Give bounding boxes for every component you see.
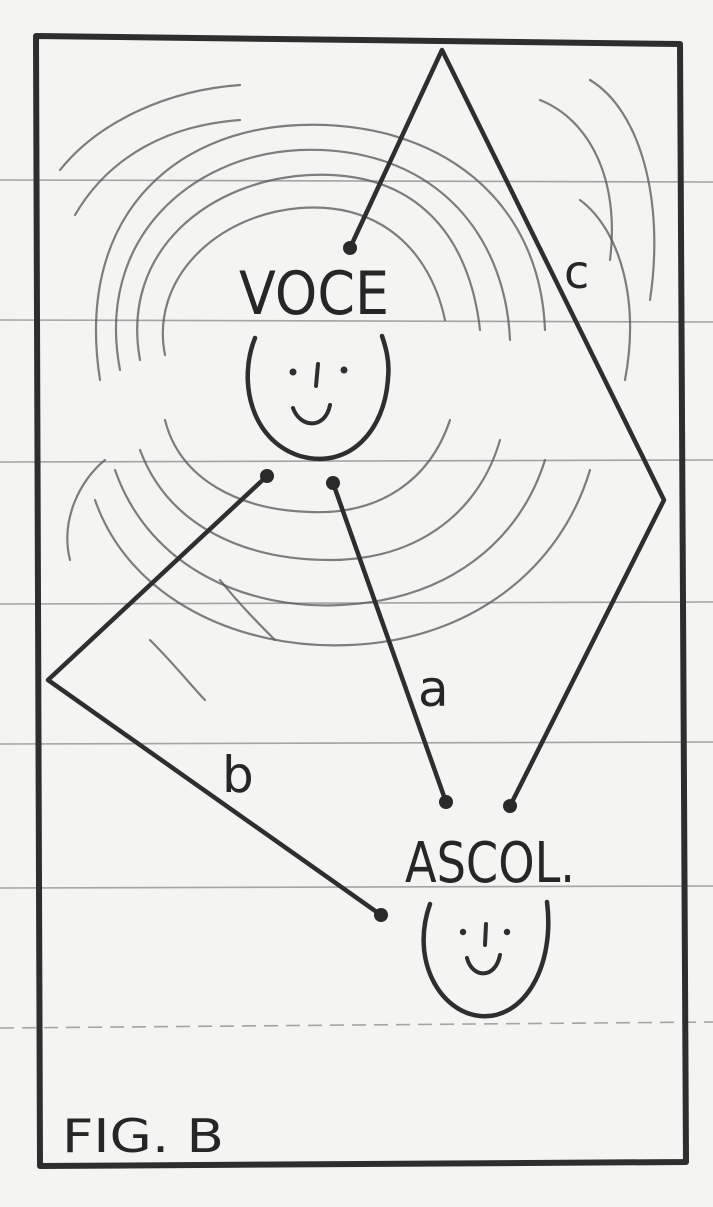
listener-label: ASCOL.: [405, 831, 575, 896]
dot-c-start: [343, 241, 357, 255]
path-a-line: [330, 480, 449, 805]
path-c-label: c: [564, 245, 589, 299]
voice-face: [245, 333, 391, 462]
path-b-line: [45, 473, 384, 918]
voice-label: VOCE: [239, 259, 389, 329]
dot-b-end: [374, 908, 388, 922]
sound-waves: [58, 78, 656, 702]
path-b-label: b: [222, 746, 254, 804]
dot-a-start: [326, 476, 340, 490]
path-a-label: a: [418, 660, 449, 718]
figure-frame: [33, 33, 689, 1169]
ruled-lines: [0, 179, 713, 1029]
dot-c-end: [503, 799, 517, 813]
dot-a-end: [439, 795, 453, 809]
endpoint-dots: [260, 241, 517, 922]
figure-label: FIG. B: [62, 1109, 224, 1163]
listener-face: [421, 899, 551, 1019]
path-c-line: [347, 47, 667, 809]
dot-b-start: [260, 469, 274, 483]
